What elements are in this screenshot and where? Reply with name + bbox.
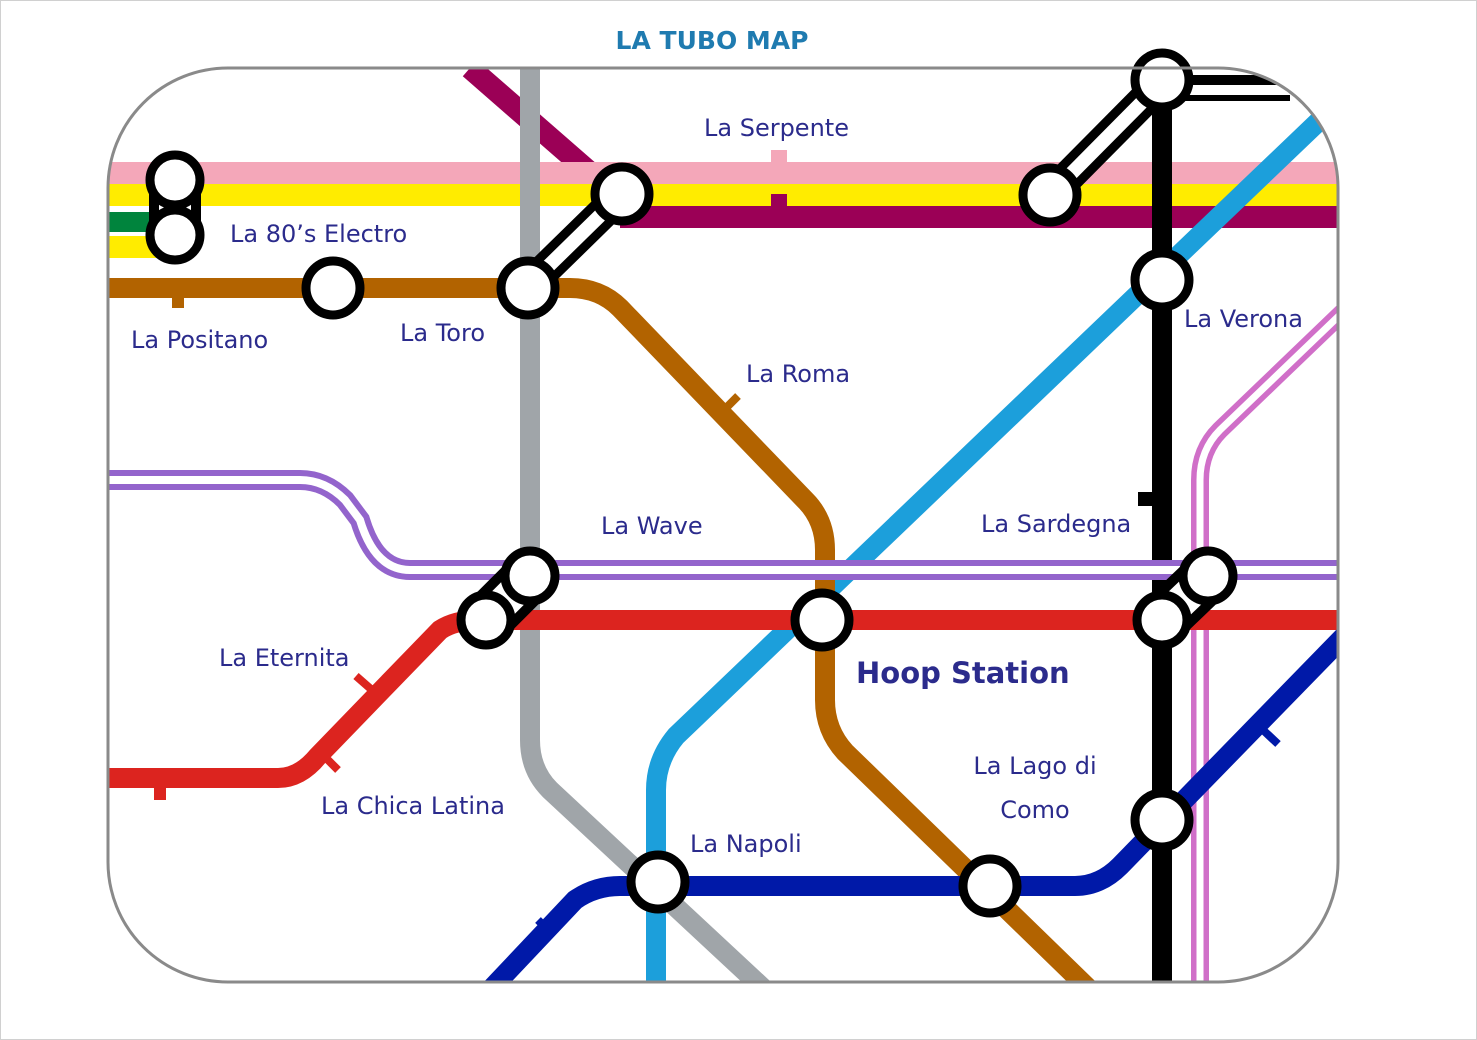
- station-marker-eternita: [456, 590, 516, 650]
- station-marker-como: [958, 854, 1022, 918]
- line-black: [1152, 68, 1172, 982]
- station-marker-interchange-top: [1018, 163, 1082, 227]
- label-la-toro: La Toro: [400, 319, 485, 347]
- station-marker-sardegna-upper: [1178, 546, 1238, 606]
- label-la-eternita: La Eternita: [219, 644, 350, 672]
- station-marker-electro-bottom: [145, 205, 205, 265]
- line-grey: [520, 68, 772, 982]
- label-la-wave: La Wave: [601, 512, 703, 540]
- station-marker-top-right: [1130, 48, 1194, 112]
- station-marker-verona: [1130, 248, 1194, 312]
- label-la-80s-electro: La 80’s Electro: [230, 220, 408, 248]
- label-la-serpente: La Serpente: [704, 114, 849, 142]
- label-la-lago-di-line2: Como: [1000, 796, 1070, 824]
- station-marker-electro-top: [145, 150, 205, 210]
- line-brown: [108, 278, 1097, 982]
- line-light-blue: [646, 112, 1327, 982]
- station-marker-sardegna-lower: [1132, 590, 1192, 650]
- station-marker-serpente: [590, 162, 654, 226]
- station-marker-napoli: [626, 850, 690, 914]
- station-marker-positano: [301, 256, 365, 320]
- map-frame: [106, 66, 1340, 984]
- map-title: LA TUBO MAP: [615, 26, 809, 55]
- label-hoop-station: Hoop Station: [856, 656, 1070, 690]
- station-marker-toro: [496, 256, 560, 320]
- label-la-lago-di-line1: La Lago di: [973, 752, 1097, 780]
- label-la-verona: La Verona: [1184, 305, 1303, 333]
- label-la-napoli: La Napoli: [690, 830, 802, 858]
- station-marker-lago: [1130, 788, 1194, 852]
- label-la-chica-latina: La Chica Latina: [321, 792, 505, 820]
- label-la-lago-di-como: La Lago di Como: [960, 744, 1110, 832]
- label-la-positano: La Positano: [131, 326, 269, 354]
- station-marker-hoop: [790, 588, 854, 652]
- line-dark-blue: [482, 623, 1338, 982]
- label-la-roma: La Roma: [746, 360, 851, 388]
- label-la-sardegna: La Sardegna: [981, 510, 1132, 538]
- station-marker-wave: [500, 546, 560, 606]
